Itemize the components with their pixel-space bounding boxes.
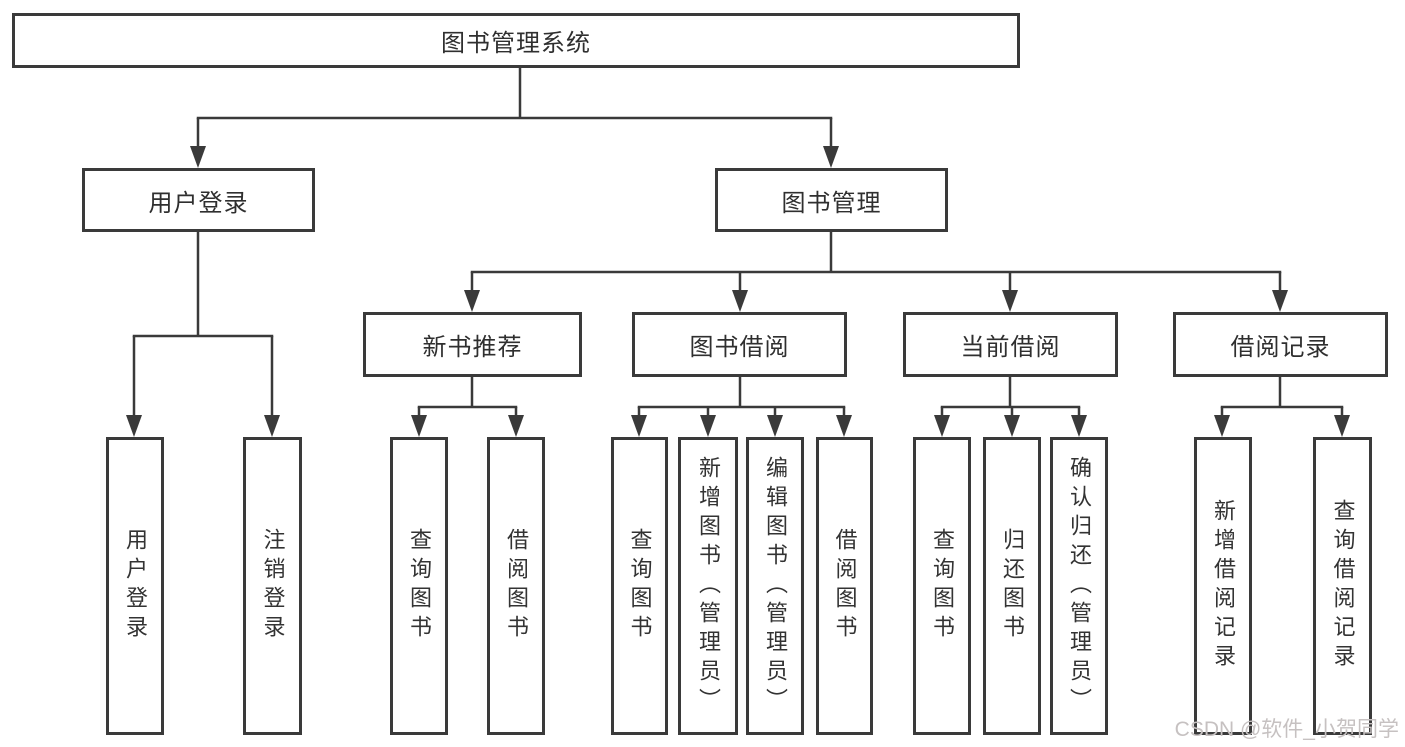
leaf-query-books-borrow-label: 查询图书 (627, 528, 653, 644)
leaf-add-book-admin-label: 新增图书（管理员） (696, 455, 721, 717)
leaf-query-borrow-record-label: 查询借阅记录 (1330, 499, 1356, 673)
leaf-add-book-admin: 新增图书（管理员） (678, 437, 738, 735)
leaf-confirm-return-admin: 确认归还（管理员） (1050, 437, 1108, 735)
leaf-query-books-recommend-label: 查询图书 (407, 528, 432, 644)
leaf-query-books-borrow: 查询图书 (611, 437, 668, 735)
leaf-query-books-current-label: 查询图书 (930, 528, 955, 644)
node-current-borrow-label: 当前借阅 (960, 334, 1061, 361)
node-current-borrow: 当前借阅 (903, 312, 1118, 377)
node-user-login: 用户登录 (82, 168, 315, 232)
node-book-management: 图书管理 (715, 168, 948, 232)
node-root: 图书管理系统 (12, 13, 1020, 68)
leaf-user-login-label: 用户登录 (123, 528, 148, 644)
node-new-book-recommend: 新书推荐 (363, 312, 582, 377)
node-book-management-label: 图书管理 (781, 189, 882, 217)
node-book-borrow: 图书借阅 (632, 312, 847, 377)
leaf-return-book-label: 归还图书 (1000, 528, 1025, 644)
leaf-borrow-books-label: 借阅图书 (832, 528, 858, 644)
leaf-edit-book-admin-label: 编辑图书（管理员） (763, 455, 788, 717)
leaf-logout-label: 注销登录 (260, 528, 286, 644)
node-book-borrow-label: 图书借阅 (689, 334, 790, 361)
leaf-query-borrow-record: 查询借阅记录 (1313, 437, 1372, 735)
leaf-confirm-return-admin-label: 确认归还（管理员） (1067, 455, 1092, 717)
node-borrow-records: 借阅记录 (1173, 312, 1388, 377)
leaf-add-borrow-record-label: 新增借阅记录 (1211, 499, 1236, 673)
leaf-query-books-current: 查询图书 (913, 437, 971, 735)
leaf-add-borrow-record: 新增借阅记录 (1194, 437, 1252, 735)
leaf-edit-book-admin: 编辑图书（管理员） (746, 437, 804, 735)
node-borrow-records-label: 借阅记录 (1230, 334, 1331, 361)
leaf-borrow-books: 借阅图书 (816, 437, 873, 735)
leaf-logout: 注销登录 (243, 437, 302, 735)
node-root-label: 图书管理系统 (441, 30, 591, 57)
leaf-query-books-recommend: 查询图书 (390, 437, 448, 735)
leaf-user-login: 用户登录 (106, 437, 164, 735)
node-user-login-label: 用户登录 (148, 189, 249, 217)
leaf-borrow-books-recommend: 借阅图书 (487, 437, 545, 735)
leaf-borrow-books-recommend-label: 借阅图书 (504, 528, 529, 644)
leaf-return-book: 归还图书 (983, 437, 1041, 735)
node-new-book-recommend-label: 新书推荐 (422, 334, 523, 361)
csdn-watermark: CSDN @软件_小贺同学 (1174, 718, 1399, 741)
